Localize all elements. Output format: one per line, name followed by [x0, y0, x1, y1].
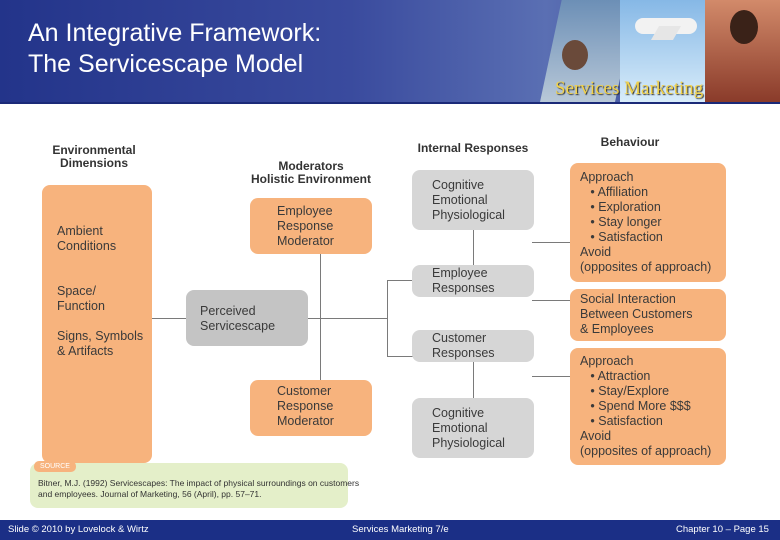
column-label-moderators: Moderators Holistic Environment: [250, 159, 372, 186]
title-line-2: The Servicescape Model: [28, 50, 304, 78]
connector-env-perceived: [150, 318, 188, 319]
behaviour-approach-avoid-top-box: Approach • Affiliation • Exploration • S…: [570, 163, 726, 282]
social-interaction-box: Social Interaction Between Customers & E…: [570, 289, 726, 341]
customer-response-moderator-text: Customer Response Moderator: [277, 384, 334, 428]
connector-to-customer: [387, 356, 414, 357]
connector-internal-vertical: [387, 280, 388, 356]
employee-response-moderator-box: Employee Response Moderator: [250, 198, 372, 254]
employee-responses-text: Employee Responses: [432, 266, 495, 295]
cognitive-bottom-text: Cognitive Emotional Physiological: [432, 406, 505, 450]
customer-responses-box: Customer Responses: [412, 330, 534, 362]
customer-response-moderator-box: Customer Response Moderator: [250, 380, 372, 436]
employee-response-moderator-text: Employee Response Moderator: [277, 204, 334, 248]
person-icon: [562, 40, 588, 70]
column-label-environmental: Environmental Dimensions: [52, 143, 136, 170]
behaviour-approach-avoid-bottom-box: Approach • Attraction • Stay/Explore • S…: [570, 348, 726, 465]
title-line-1: An Integrative Framework:: [28, 19, 322, 47]
slide-title: An Integrative Framework: The Servicesca…: [28, 18, 321, 80]
behaviour-bottom-text: Approach • Attraction • Stay/Explore • S…: [580, 354, 712, 458]
footer-copyright: Slide © 2010 by Lovelock & Wirtz: [8, 524, 149, 535]
header-divider: [0, 102, 780, 104]
cognitive-emotional-physiological-bottom-box: Cognitive Emotional Physiological: [412, 398, 534, 458]
footer-page-number: Chapter 10 – Page 15: [676, 524, 769, 535]
connector-perceived-internal: [306, 318, 388, 319]
connector-moderators-vertical: [320, 253, 321, 380]
behaviour-top-text: Approach • Affiliation • Exploration • S…: [580, 170, 712, 274]
customer-responses-text: Customer Responses: [432, 331, 495, 360]
cognitive-emotional-physiological-top-box: Cognitive Emotional Physiological: [412, 170, 534, 230]
source-tag: SOURCE: [34, 461, 76, 472]
environmental-dimensions-text: Ambient Conditions Space/ Function Signs…: [57, 224, 144, 358]
connector-to-employee: [387, 280, 414, 281]
employee-responses-box: Employee Responses: [412, 265, 534, 297]
column-label-internal: Internal Responses: [417, 141, 529, 155]
connector-to-behaviour-top: [532, 242, 572, 243]
column-label-behaviour: Behaviour: [600, 135, 660, 149]
source-citation: Bitner, M.J. (1992) Servicescapes: The i…: [38, 478, 360, 499]
header-photo-collage: [540, 0, 780, 102]
footer-bar: [0, 520, 780, 540]
cognitive-top-text: Cognitive Emotional Physiological: [432, 178, 505, 222]
brand-wordmark: Services Marketing: [555, 78, 704, 99]
connector-to-behaviour-bottom: [532, 376, 572, 377]
connector-customer-cognitive: [473, 361, 474, 399]
person-icon: [730, 10, 758, 44]
source-note-box: [30, 463, 348, 508]
perceived-servicescape-box: Perceived Servicescape: [186, 290, 308, 346]
environmental-dimensions-box: Ambient Conditions Space/ Function Signs…: [42, 185, 152, 463]
connector-to-social: [532, 300, 572, 301]
connector-employee-cognitive: [473, 230, 474, 266]
perceived-servicescape-text: Perceived Servicescape: [200, 304, 276, 333]
social-interaction-text: Social Interaction Between Customers & E…: [580, 292, 693, 336]
sky-photo: [620, 0, 710, 102]
footer-book-title: Services Marketing 7/e: [352, 524, 449, 535]
